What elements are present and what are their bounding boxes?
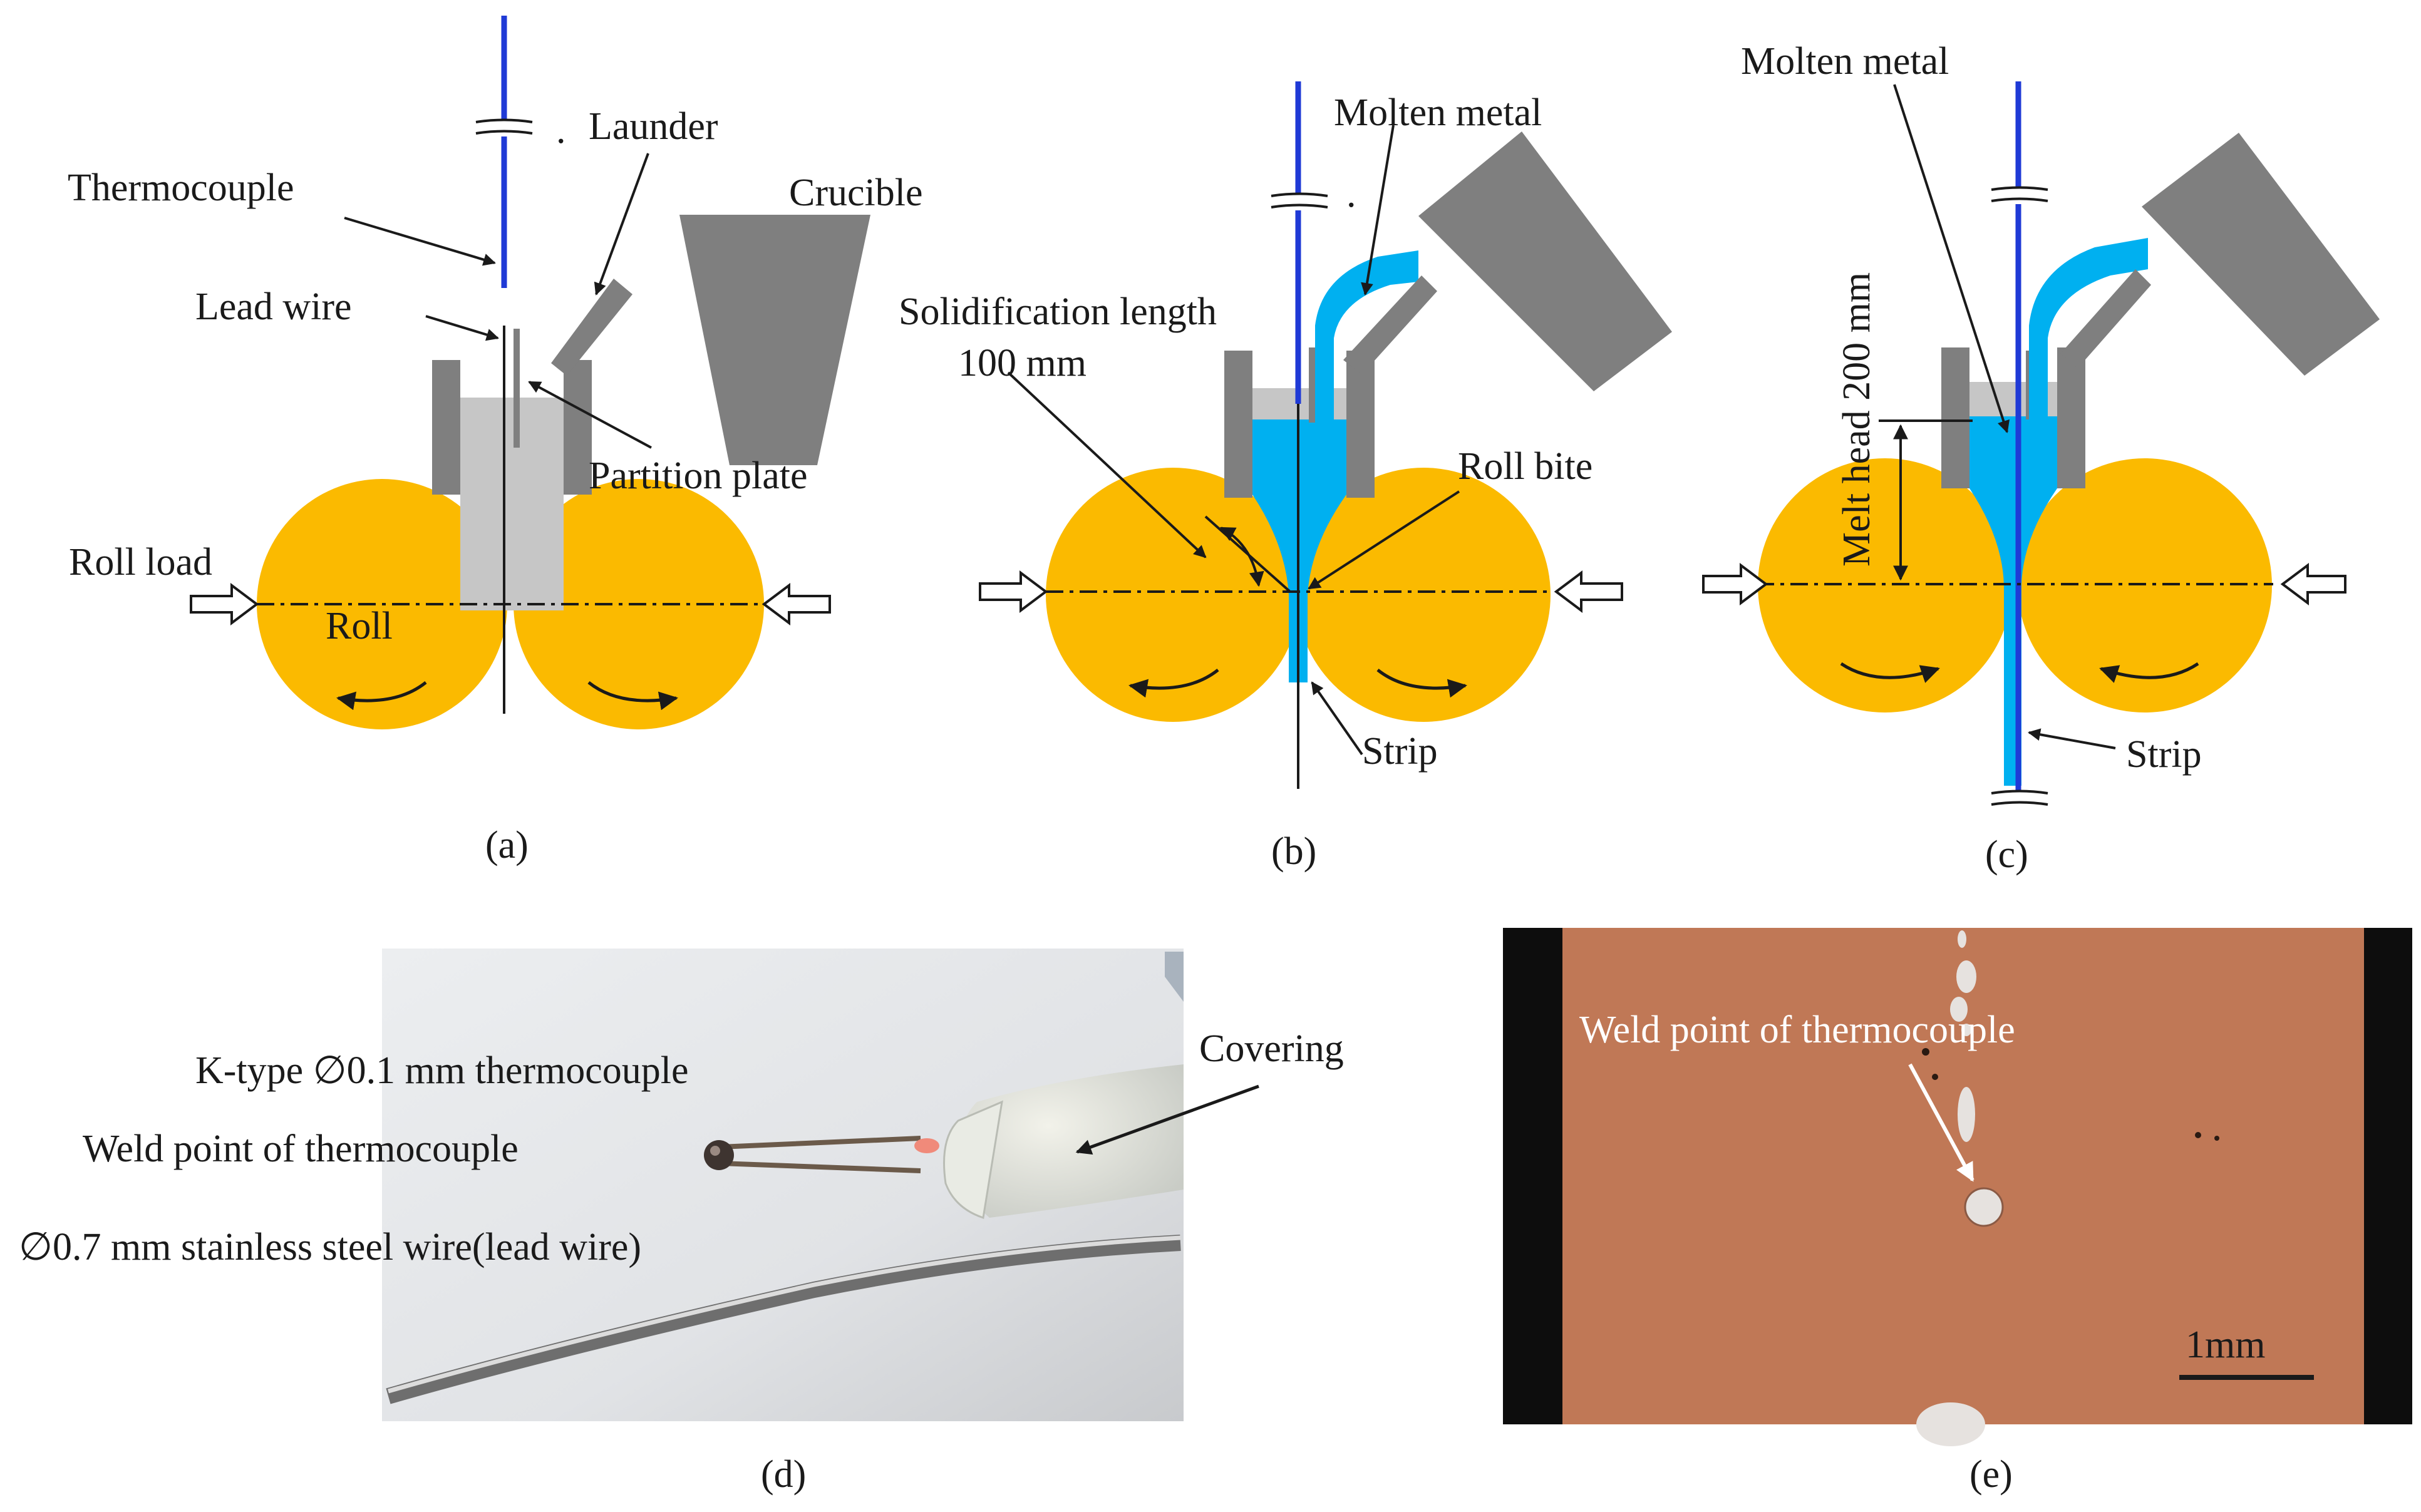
caption-e: (e) bbox=[1969, 1453, 2013, 1496]
label-thermocouple: Thermocouple bbox=[68, 167, 294, 209]
side-dam-left bbox=[1224, 351, 1252, 498]
label-partition-plate: Partition plate bbox=[589, 455, 808, 497]
partition-plate bbox=[1309, 347, 1315, 423]
caption-b: (b) bbox=[1271, 830, 1316, 873]
label-roll-bite: Roll bite bbox=[1458, 445, 1592, 488]
panel-b: Molten metal . Solidification length 100… bbox=[899, 81, 1672, 873]
break-mark bbox=[475, 118, 533, 135]
label-strip: Strip bbox=[1362, 730, 1438, 773]
label-weld-point: Weld point of thermocouple bbox=[83, 1128, 519, 1170]
launder bbox=[551, 279, 632, 376]
crucible bbox=[1418, 131, 1672, 391]
label-strip: Strip bbox=[2126, 733, 2202, 776]
side-dam-left bbox=[1941, 347, 1969, 488]
rotation-arrow-left bbox=[336, 681, 427, 711]
label-roll-load: Roll load bbox=[69, 541, 212, 584]
label-molten-metal: Molten metal bbox=[1334, 91, 1542, 134]
label-length-value: 100 mm bbox=[958, 342, 1087, 384]
molten-stream bbox=[2029, 238, 2148, 419]
molten-pool bbox=[1969, 413, 2057, 786]
covering bbox=[958, 1064, 1184, 1218]
label-crucible: Crucible bbox=[789, 172, 923, 214]
caption-a: (a) bbox=[485, 824, 529, 867]
label-dot: . bbox=[1346, 173, 1356, 215]
roll-load-arrow-right bbox=[1554, 570, 1623, 613]
launder bbox=[1343, 275, 1437, 374]
side-dam-left bbox=[432, 360, 460, 495]
molten-stream bbox=[1315, 250, 1418, 432]
side-dam-right bbox=[1346, 351, 1375, 498]
caption-d: (d) bbox=[761, 1453, 806, 1496]
label-dot: . bbox=[556, 109, 566, 152]
launder bbox=[2060, 269, 2151, 368]
weld-point bbox=[1964, 1187, 2004, 1227]
label-launder: Launder bbox=[589, 105, 718, 148]
label-melt-head: Melt head 200 mm bbox=[1835, 272, 1878, 567]
panel-e: 1mm Weld point of thermocouple (e) bbox=[1503, 928, 2412, 1496]
thermocouple-loop bbox=[720, 1136, 921, 1173]
rotation-arrow-right bbox=[587, 681, 678, 711]
label-lead-wire: ∅0.7 mm stainless steel wire(lead wire) bbox=[19, 1226, 641, 1268]
crucible bbox=[679, 215, 870, 465]
label-roll: Roll bbox=[326, 605, 393, 647]
stainless-wire bbox=[386, 1235, 1181, 1404]
label-scale: 1mm bbox=[2186, 1324, 2265, 1366]
panel-a: Thermocouple Launder . Crucible Lead wir… bbox=[68, 16, 923, 867]
crucible bbox=[2142, 133, 2380, 376]
weld-point bbox=[704, 1140, 734, 1170]
right-roll bbox=[1296, 468, 1551, 722]
roll-load-arrow-right bbox=[761, 583, 831, 625]
label-molten-metal: Molten metal bbox=[1741, 40, 1949, 83]
label-lead-wire: Lead wire bbox=[195, 285, 352, 328]
partition-plate bbox=[514, 329, 520, 448]
label-covering: Covering bbox=[1199, 1027, 1344, 1070]
label-solidification-length: Solidification length bbox=[899, 291, 1217, 333]
pool-area bbox=[460, 398, 564, 610]
panel-d: K-type ∅0.1 mm thermocouple Weld point o… bbox=[19, 949, 1344, 1496]
side-dam-right bbox=[564, 360, 592, 495]
roll-load-arrow-left bbox=[979, 570, 1048, 613]
roll-load-arrow-right bbox=[2280, 563, 2346, 605]
side-dam-right bbox=[2057, 347, 2085, 488]
panel-c: Melt head 200 mm Molten metal Strip (c) bbox=[1702, 40, 2380, 876]
label-weld-point: Weld point of thermocouple bbox=[1579, 1009, 2015, 1051]
roll-load-arrow-left bbox=[1702, 563, 1768, 605]
label-k-type: K-type ∅0.1 mm thermocouple bbox=[195, 1049, 689, 1092]
roll-load-arrow-left bbox=[190, 583, 259, 625]
caption-c: (c) bbox=[1985, 833, 2028, 876]
